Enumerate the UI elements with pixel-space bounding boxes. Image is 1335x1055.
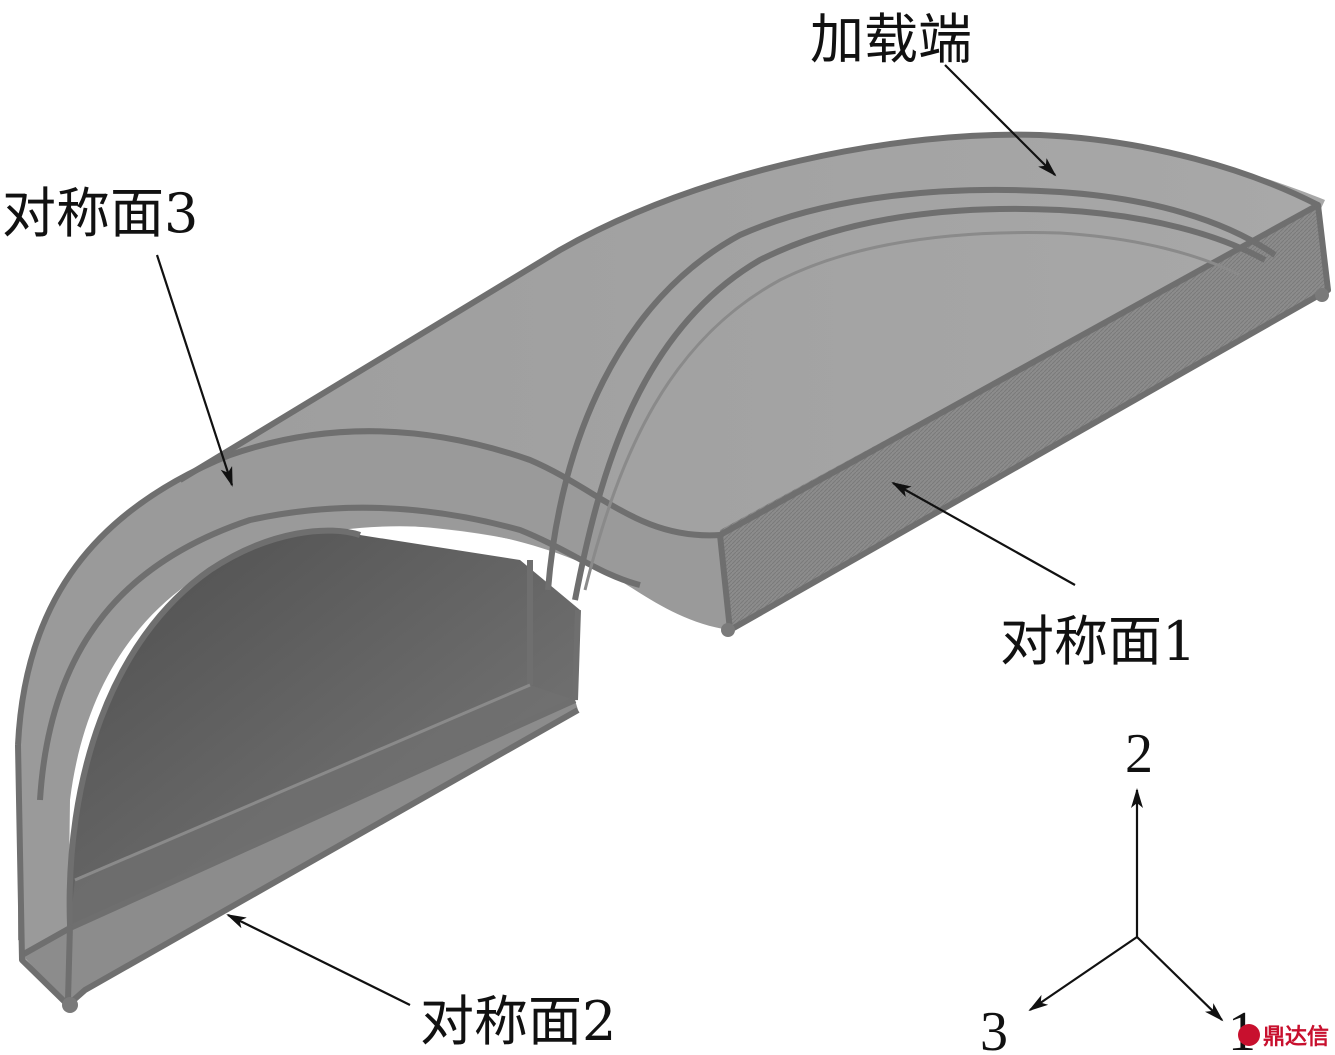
leader-plane-2 (226, 914, 411, 1006)
cavity-floor (70, 685, 575, 925)
leader-plane-1 (891, 482, 1076, 586)
bottom-wall (22, 700, 578, 1005)
axis-1-arrow (1136, 936, 1224, 1022)
watermark-logo-icon (1237, 1024, 1260, 1046)
watermark-text: 鼎达信 (1262, 1025, 1329, 1050)
leader-arrows (155, 64, 1076, 1006)
label-symmetry-plane-2: 对称面2 (420, 990, 616, 1053)
leader-plane-3 (155, 254, 234, 487)
label-symmetry-plane-3: 对称面3 (2, 182, 198, 245)
axis-3-label: 3 (980, 1001, 1008, 1055)
leader-load-end (944, 64, 1057, 177)
solid-model (15, 131, 1331, 1013)
watermark: 鼎达信 (1237, 1019, 1329, 1051)
label-symmetry-plane-1: 对称面1 (1000, 610, 1196, 673)
axis-3-arrow (1028, 936, 1138, 1012)
axis-2-label: 2 (1125, 723, 1153, 785)
coordinate-axes: 2 3 1 (980, 723, 1256, 1055)
end-face-1 (720, 205, 1328, 630)
arch-end-face (18, 431, 730, 960)
label-load-end: 加载端 (810, 8, 972, 71)
